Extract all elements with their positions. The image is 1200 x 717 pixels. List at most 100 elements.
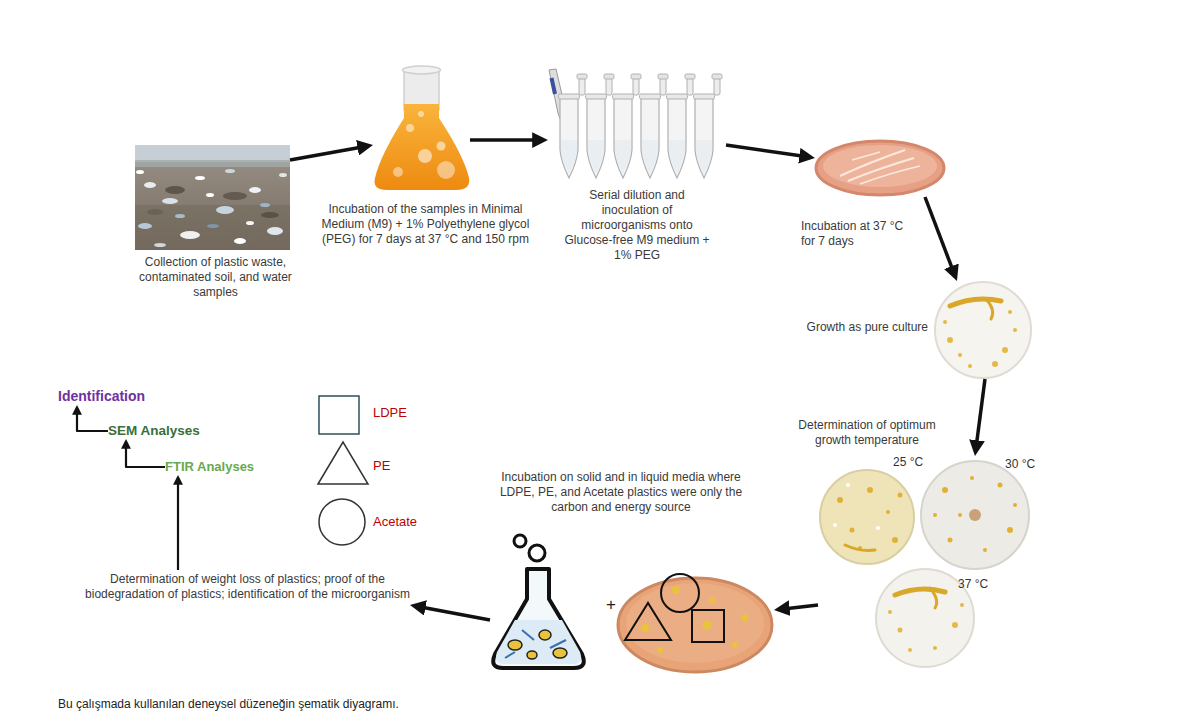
liquid-medium-flask-part <box>539 630 551 640</box>
waste-photo-part <box>135 205 290 250</box>
temperature-plates-part <box>970 476 974 480</box>
waste-photo-part <box>279 173 287 177</box>
solid-medium-dish-part <box>692 610 724 642</box>
temperature-label: 37 °C <box>958 577 988 592</box>
waste-photo-part <box>260 203 270 207</box>
flow-arrow <box>976 379 985 447</box>
pure-culture-plate-part <box>1013 328 1017 332</box>
liquid-medium-flask-part <box>550 640 566 648</box>
step-text: Incubation at 37 °C for 7 days <box>801 219 919 249</box>
solid-medium-dish-part <box>703 621 712 630</box>
temperature-plates-part <box>845 545 875 550</box>
temperature-plates-part <box>892 537 898 543</box>
liquid-medium-flask <box>493 535 584 668</box>
step-text: Incubation of the samples in Minimal Med… <box>318 202 533 247</box>
figure-caption: Bu çalışmada kullanılan deneysel düzeneğ… <box>58 697 399 712</box>
solid-medium-dish-part <box>625 603 671 640</box>
solid-medium-dish <box>618 574 772 672</box>
temperature-plates-part <box>942 487 948 493</box>
temperature-plates-part <box>886 510 890 514</box>
pure-culture-plate-part <box>986 299 993 319</box>
solid-medium-dish-part <box>732 642 738 648</box>
flask-step: Incubation of the samples in Minimal Med… <box>373 65 470 190</box>
temperature-plates <box>820 461 1029 667</box>
pure-culture-plate-part <box>992 361 998 367</box>
temperature-plates-part <box>1013 503 1017 507</box>
analysis-label: FTIR Analyses <box>165 458 261 475</box>
dilution-tubes-part <box>552 78 556 94</box>
analysis-label: Identification <box>58 387 154 405</box>
dilution-tubes-part <box>640 74 669 178</box>
temperature-plates-part <box>1007 527 1013 533</box>
step-text: Serial dilution and inoculation of micro… <box>562 188 712 263</box>
analysis-text: SEM Analyses <box>108 422 206 439</box>
temperature-plates-part <box>948 538 953 543</box>
waste-photo-part <box>135 145 290 162</box>
pure-culture-plate-part <box>1008 310 1012 314</box>
culture-flask-part <box>406 124 414 132</box>
photo-step: Collection of plastic waste, contaminate… <box>135 145 290 250</box>
dilution-tubes <box>549 69 722 178</box>
waste-photo-part <box>144 182 156 188</box>
step-text: Collection of plastic waste, contaminate… <box>128 255 303 300</box>
flow-arrow <box>783 605 818 609</box>
temperature-step: Determination of optimum growth temperat… <box>818 456 1032 670</box>
dilution-tubes-part <box>586 74 615 178</box>
liquid-medium-flask-part <box>493 569 584 668</box>
petri-dish-part <box>816 141 944 195</box>
waste-photo <box>135 145 290 250</box>
temperature-plates-part <box>898 493 903 498</box>
pure-culture-plate-part <box>958 353 962 357</box>
analysis-label: SEM Analyses <box>108 422 206 439</box>
waste-photo-part <box>135 145 290 250</box>
waste-photo-part <box>246 221 254 225</box>
pure-culture-plate <box>935 282 1031 378</box>
liquid-medium-flask-part <box>529 545 545 561</box>
waste-photo-part <box>206 193 214 197</box>
liquid-medium-flask-part <box>496 620 581 664</box>
temperature-plates-part <box>850 528 855 533</box>
temperature-plates-part <box>958 513 962 517</box>
culture-flask-part <box>418 149 432 163</box>
solid-medium-dish-part <box>742 615 749 622</box>
flow-arrow <box>290 147 364 160</box>
temperature-plates-part <box>846 483 850 487</box>
waste-photo-part <box>147 209 163 215</box>
pure-culture-plate-part <box>943 320 947 324</box>
waste-photo-part <box>138 223 152 229</box>
temperature-plates-part <box>933 646 937 650</box>
waste-photo-part <box>195 176 205 180</box>
liquid-medium-flask-part <box>508 640 522 650</box>
waste-photo-part <box>135 160 290 167</box>
temperature-plates-part <box>898 628 903 633</box>
temperature-plates-part <box>837 497 843 503</box>
liquid-medium-flask-part <box>527 651 537 659</box>
result-box: Determination of weight loss of plastics… <box>85 570 410 618</box>
dilution-tubes-part <box>667 74 696 178</box>
waste-photo-part <box>180 231 200 239</box>
temperature-plates-part <box>983 548 987 552</box>
waste-photo-part <box>175 214 185 218</box>
temperature-plates-part <box>908 648 912 652</box>
step-text: Determination of optimum growth temperat… <box>792 418 942 448</box>
pure-culture-plate-part <box>968 364 972 368</box>
waste-photo-part <box>216 206 234 214</box>
temperature-label: 25 °C <box>893 455 923 470</box>
legend-shapes <box>318 396 368 545</box>
temperature-plates-part <box>933 513 937 517</box>
solid-medium-dish-part <box>657 647 663 653</box>
petri-dish-part <box>823 145 937 187</box>
step-text: Growth as pure culture <box>790 320 928 335</box>
flow-arrow <box>726 145 806 157</box>
waste-photo-part <box>249 187 261 193</box>
temperature-plates-part <box>833 523 837 527</box>
petri-dish-part <box>860 166 920 184</box>
plus-sign: + <box>606 596 616 614</box>
culture-flask <box>375 66 470 190</box>
flow-arrow <box>925 197 954 272</box>
temperature-plates-part <box>867 487 873 493</box>
plate-step: Growth as pure culture <box>934 281 1033 379</box>
waste-photo-part <box>234 238 246 244</box>
